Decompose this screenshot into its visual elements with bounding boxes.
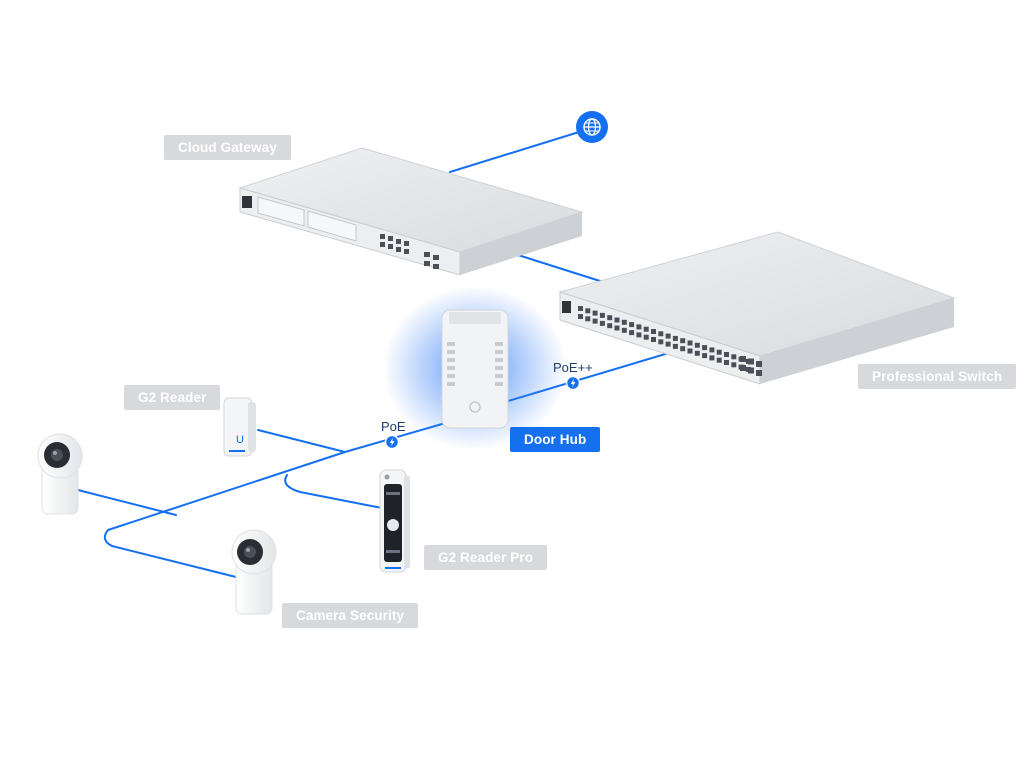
switch-port xyxy=(592,318,598,324)
switch-sfp-port xyxy=(748,358,754,365)
switch-port xyxy=(672,343,678,349)
gateway-ports xyxy=(380,234,439,269)
gateway-bay-1 xyxy=(257,196,305,227)
switch-port xyxy=(592,310,598,316)
gateway-bay-2 xyxy=(307,210,357,242)
switch-port xyxy=(599,312,605,318)
switch-power-button xyxy=(562,301,571,313)
camera-center-device[interactable] xyxy=(231,529,277,615)
switch-port-grid xyxy=(578,306,762,376)
switch-port xyxy=(614,317,620,323)
professional-switch-label: Professional Switch xyxy=(858,364,1017,389)
cable-g2-reader-pro xyxy=(284,474,393,511)
cable-gateway-internet xyxy=(449,127,593,173)
switch-port xyxy=(621,327,627,333)
cable-hub-trunk xyxy=(103,419,457,579)
lightning-icon xyxy=(565,375,581,391)
switch-side xyxy=(760,298,954,384)
g2-reader-label: G2 Reader xyxy=(124,385,221,410)
switch-port xyxy=(709,347,715,353)
switch-port xyxy=(614,325,620,331)
switch-port xyxy=(607,315,613,321)
poe-plus-plus-text: PoE++ xyxy=(553,360,593,375)
switch-port xyxy=(680,346,686,352)
switch-port xyxy=(694,342,700,348)
switch-port xyxy=(599,320,605,326)
switch-port xyxy=(694,350,700,356)
cloud-gateway-device[interactable] xyxy=(238,147,584,276)
switch-port xyxy=(643,326,649,332)
switch-port xyxy=(724,352,729,357)
cloud-gateway-label: Cloud Gateway xyxy=(164,135,291,160)
switch-port xyxy=(665,333,671,339)
globe-icon[interactable] xyxy=(576,111,608,143)
switch-port xyxy=(578,314,583,319)
gateway-power-button xyxy=(242,196,252,208)
gateway-side xyxy=(460,212,582,275)
switch-port xyxy=(651,337,656,342)
cable-camera-left xyxy=(77,489,177,516)
switch-port xyxy=(687,340,693,346)
switch-sfp-port xyxy=(756,370,762,376)
switch-port xyxy=(687,348,693,354)
switch-port xyxy=(665,341,671,347)
switch-port xyxy=(731,354,737,360)
switch-sfp-port xyxy=(740,365,746,371)
switch-port xyxy=(716,349,722,355)
switch-port xyxy=(702,345,708,351)
switch-port xyxy=(636,324,642,330)
switch-port xyxy=(724,360,729,365)
switch-port xyxy=(672,335,678,341)
g2-reader-device[interactable]: U xyxy=(223,397,256,457)
camera-left-device[interactable] xyxy=(37,433,83,515)
switch-port xyxy=(636,332,642,338)
door-hub-label: Door Hub xyxy=(510,427,601,452)
switch-port xyxy=(643,334,649,340)
poe-text: PoE xyxy=(381,419,406,434)
switch-port xyxy=(702,353,708,359)
lightning-icon xyxy=(384,434,400,450)
switch-port xyxy=(716,357,722,363)
cable-gateway-switch xyxy=(517,254,601,282)
switch-port xyxy=(680,338,686,344)
switch-port xyxy=(709,355,715,361)
switch-port xyxy=(607,323,613,329)
switch-sfp-port xyxy=(748,367,754,374)
switch-port xyxy=(578,306,583,311)
switch-port xyxy=(658,339,664,345)
switch-port xyxy=(629,322,635,328)
cable-g2-reader xyxy=(257,429,346,453)
switch-port xyxy=(658,331,664,337)
switch-port xyxy=(731,362,737,368)
professional-switch-device[interactable] xyxy=(558,231,956,385)
switch-port xyxy=(585,316,591,322)
door-hub-device[interactable] xyxy=(441,309,509,429)
switch-sfp-port xyxy=(756,361,762,367)
g2-reader-pro-device[interactable] xyxy=(379,469,410,573)
switch-port xyxy=(585,308,591,314)
switch-port xyxy=(629,330,635,336)
g2-reader-pro-label: G2 Reader Pro xyxy=(424,545,548,570)
reader-logo-icon: U xyxy=(236,434,244,446)
switch-sfp-port xyxy=(740,356,746,362)
switch-port xyxy=(621,319,627,325)
camera-security-label: Camera Security xyxy=(282,603,419,628)
switch-port xyxy=(651,329,656,334)
